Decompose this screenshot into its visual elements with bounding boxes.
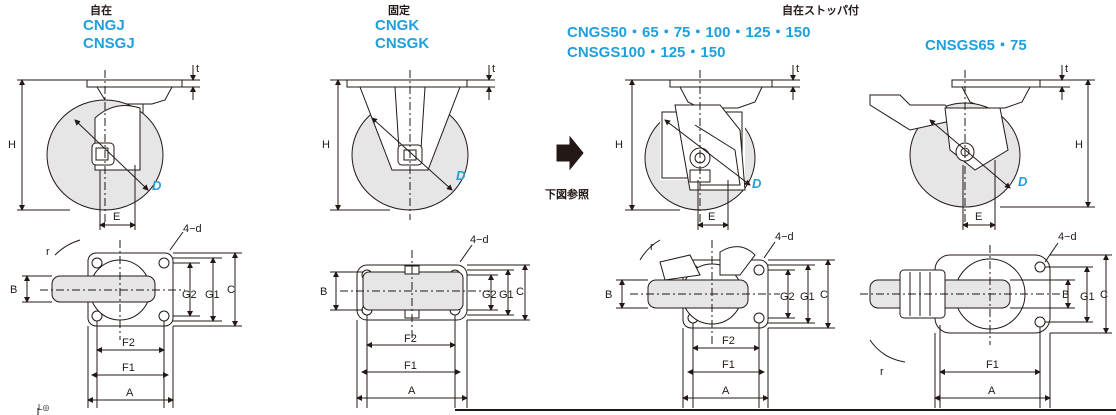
- dim-r-3: r: [650, 241, 654, 253]
- dim-t-1: t: [196, 63, 199, 75]
- dim-hole-4: 4−d: [1058, 231, 1077, 243]
- caster2-top-view: [330, 244, 530, 408]
- dim-B-1: B: [10, 284, 17, 296]
- dim-t-4: t: [1065, 63, 1068, 75]
- dim-D-2: D: [456, 168, 466, 183]
- dim-G1-1: G1: [205, 289, 220, 301]
- dim-D-4: D: [1018, 174, 1028, 189]
- dim-F2-3: F2: [722, 335, 735, 347]
- group1-model-1: CNGJ: [83, 17, 125, 34]
- dim-A-3: A: [722, 385, 730, 397]
- dim-C-1: C: [227, 284, 235, 296]
- dim-G2-3: G2: [780, 291, 795, 303]
- footer-mark: L◎: [38, 403, 50, 412]
- reference-arrow-icon: [556, 135, 584, 171]
- dim-E-3: E: [708, 211, 715, 223]
- dim-t-2: t: [492, 63, 495, 75]
- dim-hole-3: 4−d: [775, 231, 794, 243]
- dim-G1-2: G1: [499, 289, 514, 301]
- caster2-side-view: [330, 65, 495, 220]
- group2-heading: 固定: [388, 5, 410, 17]
- dim-F2-2: F2: [404, 333, 417, 345]
- dimension-labels: H t D E B G2 G1 C F2 F1 A r 4−d H t D B …: [8, 63, 1108, 399]
- dim-B-2: B: [320, 286, 327, 298]
- dim-F1-1: F1: [122, 362, 135, 374]
- dim-F1-2: F1: [404, 360, 417, 372]
- dim-D-3: D: [752, 176, 762, 191]
- group3-model-1: CNGS50・65・75・100・125・150: [567, 24, 811, 41]
- dim-E-4: E: [975, 211, 982, 223]
- dim-G2-1: G2: [182, 289, 197, 301]
- dim-B-4: B: [1062, 289, 1069, 301]
- group3-model-2: CNSGS100・125・150: [567, 44, 726, 61]
- dim-H-3: H: [615, 139, 623, 151]
- dim-F1-3: F1: [722, 359, 735, 371]
- caster3-top-view: [616, 239, 835, 408]
- dim-G1-4: G1: [1080, 291, 1095, 303]
- dim-D-1: D: [152, 178, 162, 193]
- dim-F2-1: F2: [122, 337, 135, 349]
- group2-model-1: CNGK: [375, 17, 420, 34]
- group3-heading: 自在ストッパ付: [782, 5, 859, 17]
- dim-C-3: C: [820, 289, 828, 301]
- dim-A-2: A: [408, 385, 416, 397]
- dim-A-1: A: [126, 387, 134, 399]
- dim-C-2: C: [516, 286, 524, 298]
- dim-H-1: H: [8, 139, 16, 151]
- dim-F1-4: F1: [986, 359, 999, 371]
- caster4-side-view: [869, 65, 1095, 230]
- group1-model-2: CNSGJ: [83, 35, 135, 52]
- dim-H-4: H: [1075, 139, 1083, 151]
- group2-model-2: CNSGK: [375, 35, 430, 52]
- dim-hole-2: 4−d: [470, 234, 489, 246]
- dim-E-1: E: [113, 211, 120, 223]
- caster1-side-view: [17, 65, 200, 230]
- dim-t-3: t: [796, 63, 799, 75]
- arrow-note: 下図参照: [545, 189, 589, 201]
- dim-H-2: H: [322, 139, 330, 151]
- group1-heading: 自在: [90, 5, 112, 17]
- dim-C-4: C: [1100, 289, 1108, 301]
- dim-r-1: r: [46, 246, 50, 258]
- caster3-side-view: [625, 65, 800, 230]
- caster4-top-view: [860, 242, 1112, 408]
- dim-hole-1: 4−d: [183, 223, 202, 235]
- dim-A-4: A: [988, 385, 996, 397]
- dim-G1-3: G1: [800, 291, 815, 303]
- caster1-top-view: [22, 231, 242, 408]
- dim-B-3: B: [605, 289, 612, 301]
- dim-G2-2: G2: [482, 289, 497, 301]
- dim-r-4: r: [880, 366, 884, 378]
- group4-model-1: CNSGS65・75: [925, 37, 1027, 54]
